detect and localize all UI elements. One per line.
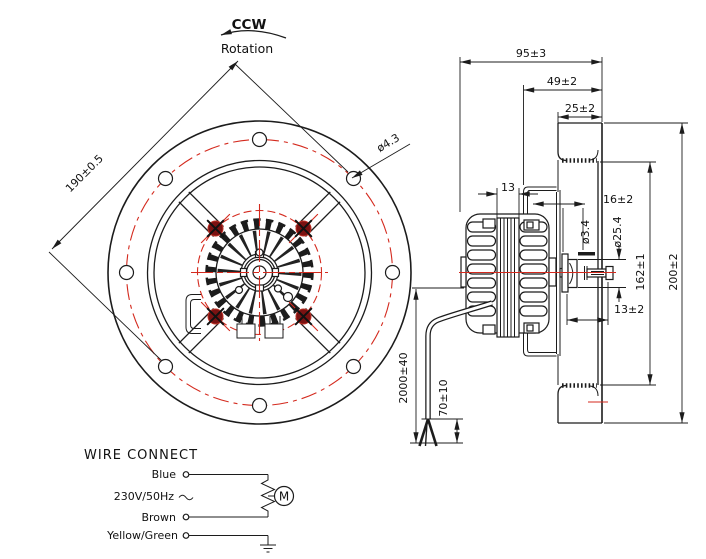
- terminal-blue: [182, 471, 190, 478]
- front-view: 190±0.5 ø4.3: [48, 60, 412, 425]
- rotation-callout: CCW Rotation: [220, 17, 287, 56]
- wire-clamp: [185, 294, 201, 334]
- dim-2000-text: 2000±40: [397, 352, 410, 403]
- power-cable: [418, 300, 493, 447]
- dim-16-text: 16±2: [603, 193, 633, 206]
- terminal-brown: [182, 513, 190, 521]
- side-view: 95±3 49±2 25±2 13 16±2 ø3.4: [397, 47, 688, 447]
- stator: [191, 204, 328, 341]
- bolt-se: [288, 301, 319, 332]
- stator-bolt-circle: [196, 209, 323, 336]
- wire-connect: WIRE CONNECT Blue 230V/50Hz Brown Yellow…: [84, 448, 295, 553]
- terminal-blocks: [236, 316, 284, 339]
- motor-symbol-letter: M: [279, 490, 289, 504]
- shaft-key-mark: [578, 252, 595, 256]
- flange-outer-circle: [107, 120, 412, 425]
- dim-screw-dia-text: ø3.4: [579, 220, 592, 244]
- ccw-label: CCW: [232, 17, 267, 33]
- side-view-dimensions: 95±3 49±2 25±2 13 16±2 ø3.4: [397, 47, 688, 444]
- ground-symbol: [260, 535, 276, 553]
- wire-label-voltage: 230V/50Hz: [114, 490, 174, 503]
- ac-symbol: [178, 494, 194, 501]
- dim-200-text: 200±2: [667, 253, 680, 290]
- dim-162-text: 162±1: [634, 253, 647, 290]
- dim-95-text: 95±3: [516, 47, 546, 60]
- dim-hub-dia-text: ø25.4: [611, 216, 624, 247]
- dim-hole-dia: ø4.3: [351, 131, 411, 179]
- motor-body: [460, 213, 557, 338]
- winding-right: [519, 221, 548, 317]
- lamination-stack: [496, 217, 520, 338]
- dim-70-text: 70±10: [437, 379, 450, 416]
- dim-13b-text: 13±2: [614, 303, 644, 316]
- dim-49-text: 49±2: [547, 75, 577, 88]
- winding-symbol: [260, 474, 276, 517]
- wire-label-blue: Blue: [152, 468, 177, 481]
- bolt-sw: [200, 301, 231, 332]
- bolt-ne: [288, 213, 319, 244]
- terminal-yellow-green: [182, 532, 190, 539]
- wire-label-yellow-green: Yellow/Green: [106, 529, 178, 542]
- wire-connect-heading: WIRE CONNECT: [84, 448, 198, 463]
- motor-symbol-circle: [273, 485, 295, 507]
- wire-label-brown: Brown: [141, 511, 176, 524]
- rotation-label: Rotation: [221, 41, 273, 56]
- dim-13-text: 13: [501, 181, 515, 194]
- dim-25-text: 25±2: [565, 102, 595, 115]
- dim-190-text: 190±0.5: [63, 152, 106, 195]
- ccw-arrow: [220, 29, 287, 39]
